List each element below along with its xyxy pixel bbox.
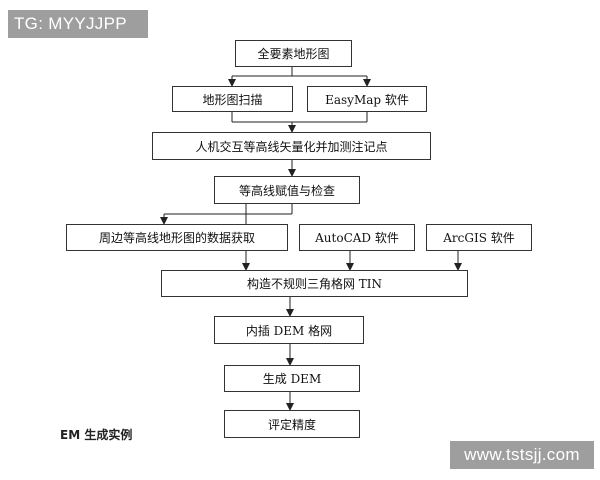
box-construct-tin: 构造不规则三角格网 TIN — [161, 270, 468, 297]
watermark-top: TG: MYYJJPP — [8, 10, 148, 38]
box-autocad-software: AutoCAD 软件 — [299, 224, 415, 251]
box-interactive-vectorization: 人机交互等高线矢量化并加测注记点 — [152, 132, 431, 160]
watermark-bottom: www.tstsjj.com — [450, 441, 594, 469]
box-easymap-software: EasyMap 软件 — [307, 86, 427, 112]
box-scan-map: 地形图扫描 — [172, 86, 293, 112]
box-generate-dem: 生成 DEM — [224, 365, 360, 392]
box-interpolate-dem: 内插 DEM 格网 — [214, 316, 364, 344]
box-surrounding-data-acquisition: 周边等高线地形图的数据获取 — [66, 224, 288, 251]
box-evaluate-accuracy: 评定精度 — [224, 410, 360, 438]
figure-caption: EM 生成实例 — [60, 428, 133, 442]
box-contour-assignment-check: 等高线赋值与检查 — [214, 176, 360, 204]
box-arcgis-software: ArcGIS 软件 — [426, 224, 532, 251]
box-all-elements-map: 全要素地形图 — [235, 40, 352, 67]
